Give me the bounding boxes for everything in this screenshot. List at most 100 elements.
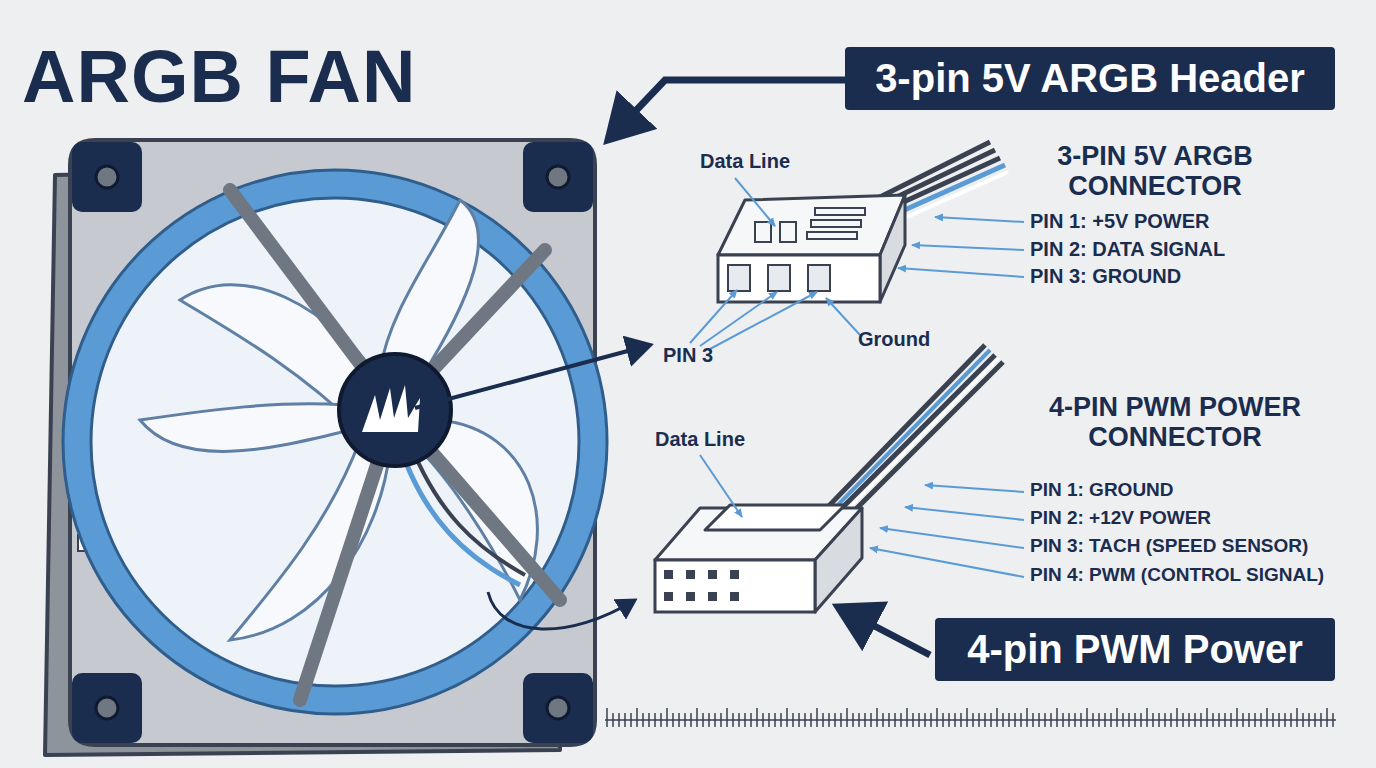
slot	[807, 232, 857, 239]
pin-hole	[686, 592, 695, 601]
leader-line	[710, 292, 817, 349]
ruler-tick	[630, 713, 632, 727]
ruler-tick	[1176, 708, 1178, 727]
corner-pad	[72, 142, 142, 212]
ruler-tick	[1080, 713, 1082, 727]
ruler-tick	[948, 713, 950, 727]
ruler-tick	[678, 713, 680, 727]
leader-line	[870, 548, 1024, 577]
ruler-tick	[810, 713, 812, 727]
fan-blade	[230, 440, 390, 640]
ruler-tick	[918, 713, 920, 727]
fan-cable	[488, 592, 635, 629]
ruler-tick	[990, 713, 992, 727]
ruler-tick	[1086, 708, 1088, 727]
ruler-tick	[1092, 713, 1094, 727]
ruler-tick	[1098, 713, 1100, 727]
pin-label: PIN 3: TACH (SPEED SENSOR)	[1030, 536, 1308, 557]
ruler-tick	[894, 713, 896, 727]
ruler-tick	[636, 708, 638, 727]
ruler-tick	[1158, 713, 1160, 727]
ruler-tick	[1248, 713, 1250, 727]
ruler-tick	[1050, 713, 1052, 727]
ruler-tick	[930, 713, 932, 727]
ruler-tick	[1332, 713, 1334, 727]
ruler-tick	[1062, 713, 1064, 727]
ruler-tick	[684, 713, 686, 727]
ruler-tick	[1164, 713, 1166, 727]
ruler-tick	[1032, 713, 1034, 727]
frame-strut	[230, 190, 560, 700]
ruler-tick	[900, 713, 902, 727]
screw-hole	[547, 697, 569, 719]
ruler-tick	[1110, 713, 1112, 727]
ruler-tick	[606, 708, 608, 727]
ruler-tick	[726, 708, 728, 727]
ruler-tick	[978, 713, 980, 727]
ruler-tick	[828, 713, 830, 727]
ruler-tick	[870, 713, 872, 727]
ruler-tick	[666, 708, 668, 727]
ruler-tick	[660, 713, 662, 727]
leader-line	[880, 528, 1024, 548]
ruler-tick	[846, 708, 848, 727]
ruler-tick	[960, 713, 962, 727]
label-box: 4-pin PWM Power	[935, 618, 1335, 681]
connector-front	[718, 255, 880, 302]
connector-wire	[826, 350, 990, 517]
ruler-tick	[798, 713, 800, 727]
connector-wire	[896, 172, 1008, 222]
ruler-tick	[708, 713, 710, 727]
pin-window	[780, 222, 796, 242]
ruler-tick	[1020, 713, 1022, 727]
ruler-tick	[690, 713, 692, 727]
ruler-tick	[714, 713, 716, 727]
connector-wire	[838, 358, 999, 519]
ruler-tick	[1134, 713, 1136, 727]
ruler-tick	[774, 713, 776, 727]
leader-line	[735, 178, 775, 226]
signal-label: Data Line	[655, 428, 745, 450]
ruler-tick	[804, 713, 806, 727]
leader-line	[700, 455, 742, 517]
ruler-tick	[1008, 713, 1010, 727]
ruler-tick	[786, 708, 788, 727]
box-text: 4-pin PWM Power	[967, 627, 1303, 672]
ruler-tick	[1278, 713, 1280, 727]
ruler-tick	[864, 713, 866, 727]
ruler-tick	[858, 713, 860, 727]
ruler-tick	[696, 708, 698, 727]
connector-title: 4-PIN PWM POWER CONNECTOR	[1015, 393, 1335, 452]
pin-hole	[708, 592, 717, 601]
ruler-tick	[750, 713, 752, 727]
ruler-tick	[1212, 713, 1214, 727]
pin-window	[755, 222, 771, 242]
pin-label: PIN 2: +12V POWER	[1030, 508, 1211, 529]
signal-label: Data Line	[700, 150, 790, 172]
ring-edge	[63, 170, 607, 714]
ruler-tick	[1326, 708, 1328, 727]
pin-label: PIN 3: GROUND	[1030, 265, 1181, 287]
ruler-tick	[1104, 713, 1106, 727]
ruler-tick	[762, 713, 764, 727]
ruler-tick	[1224, 713, 1226, 727]
connector-wire	[891, 165, 1005, 216]
ruler-tick	[1002, 713, 1004, 727]
ruler	[605, 708, 1336, 727]
ruler-tick	[654, 713, 656, 727]
leader-line	[905, 507, 1024, 520]
ruler-tick	[1182, 713, 1184, 727]
pin-hole	[686, 570, 695, 579]
ruler-tick	[756, 708, 758, 727]
fan	[45, 140, 607, 755]
ruler-tick	[1296, 708, 1298, 727]
pin-hole	[768, 265, 790, 291]
ruler-tick	[738, 713, 740, 727]
ruler-tick	[906, 708, 908, 727]
ruler-tick	[972, 713, 974, 727]
connector-front	[655, 560, 815, 612]
ruler-tick	[840, 713, 842, 727]
ruler-tick	[1056, 708, 1058, 727]
ruler-tick	[780, 713, 782, 727]
hub	[339, 354, 451, 466]
